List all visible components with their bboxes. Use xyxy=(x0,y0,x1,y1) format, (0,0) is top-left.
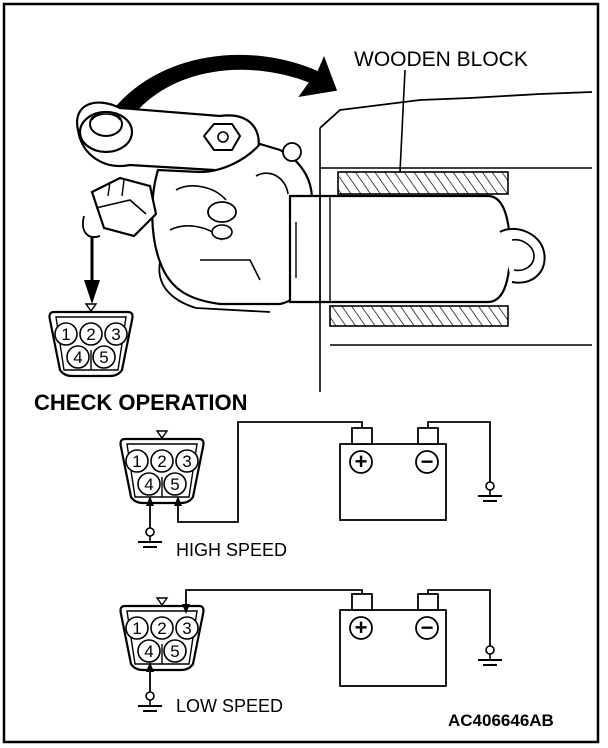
motor-illustration xyxy=(75,54,593,392)
connector-pin-label: 3 xyxy=(182,619,191,638)
connector-pin-label: 3 xyxy=(111,325,120,344)
connector-pin-label: 4 xyxy=(144,642,153,661)
figure-code: AC406646AB xyxy=(448,711,554,730)
connector-pin-2: 2 xyxy=(150,449,174,473)
wooden-block-upper xyxy=(337,171,509,195)
connector-pin-1: 1 xyxy=(125,449,149,473)
ground-symbol xyxy=(478,481,502,502)
connector-pin-label: 2 xyxy=(86,325,95,344)
connector-pin-3: 3 xyxy=(104,322,128,346)
wooden-block-lower xyxy=(329,305,509,327)
connector-key xyxy=(155,430,169,440)
connector-pin-2: 2 xyxy=(150,616,174,640)
high-speed-label: HIGH SPEED xyxy=(176,540,287,560)
connector-pin-label: 3 xyxy=(182,452,191,471)
battery-positive: + xyxy=(349,615,373,640)
wooden-block-leader xyxy=(399,69,406,173)
low-speed-label: LOW SPEED xyxy=(176,696,283,716)
battery-positive: + xyxy=(349,449,373,474)
battery-terminal-symbols: + − + − xyxy=(349,449,439,640)
battery-positive-symbol: + xyxy=(355,449,368,474)
connector-key xyxy=(84,303,98,313)
connector-pin-label: 1 xyxy=(132,619,141,638)
rotation-arrow xyxy=(110,54,338,119)
connector-pin-1: 1 xyxy=(54,322,78,346)
connector-pin-4: 4 xyxy=(137,639,161,663)
connector-pin-label: 5 xyxy=(170,642,179,661)
connector-view-arrowhead xyxy=(84,280,100,304)
connector-pin-5: 5 xyxy=(163,472,187,496)
battery-negative: − xyxy=(415,449,439,474)
connector-pin-5: 5 xyxy=(163,639,187,663)
connector-pin-2: 2 xyxy=(79,322,103,346)
connector-pin-label: 5 xyxy=(170,475,179,494)
battery-negative-symbol: − xyxy=(421,615,434,640)
check-operation-label: CHECK OPERATION xyxy=(34,390,248,415)
battery-negative-symbol: − xyxy=(421,449,434,474)
connector-pin-label: 4 xyxy=(144,475,153,494)
ground-symbol xyxy=(138,691,162,712)
connector-pin-1: 1 xyxy=(125,616,149,640)
ground-symbols xyxy=(138,481,502,712)
connector-pin-label: 1 xyxy=(132,452,141,471)
connector-pin-4: 4 xyxy=(66,345,90,369)
motor-cylinder xyxy=(288,194,512,304)
battery-positive-symbol: + xyxy=(355,615,368,640)
wooden-block-label: WOODEN BLOCK xyxy=(354,48,528,71)
connector-pin-4: 4 xyxy=(137,472,161,496)
ground-symbol xyxy=(478,645,502,666)
wooden-block-edge xyxy=(319,91,593,129)
connector-key xyxy=(155,597,169,607)
connector-pin-label: 1 xyxy=(61,325,70,344)
connector-pin-5: 5 xyxy=(92,345,116,369)
connector-pin-label: 5 xyxy=(99,348,108,367)
connector-pin-label: 2 xyxy=(157,452,166,471)
outer-border xyxy=(2,2,600,744)
connector-pin-3: 3 xyxy=(175,449,199,473)
connector-pin-label: 4 xyxy=(73,348,82,367)
battery-negative: − xyxy=(415,615,439,640)
connector-pin-3: 3 xyxy=(175,616,199,640)
ground-symbol xyxy=(138,527,162,548)
connector-pin-label: 2 xyxy=(157,619,166,638)
